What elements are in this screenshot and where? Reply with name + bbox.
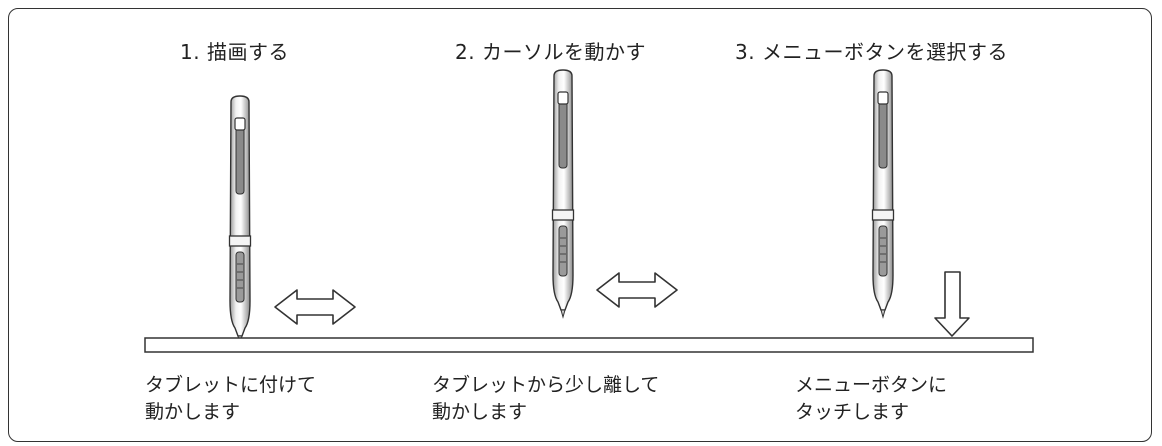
pen-icon [551, 69, 575, 318]
step-2-caption-line-1: タブレットから少し離して [432, 374, 660, 396]
pen-icon [871, 69, 895, 318]
horizontal-double-arrow-icon [596, 272, 678, 308]
step-1-caption: タブレットに付けて 動かします [145, 372, 316, 426]
step-2-caption-line-2: 動かします [432, 401, 528, 423]
step-3-caption: メニューボタンに タッチします [795, 372, 947, 426]
step-1-caption-line-1: タブレットに付けて [145, 374, 317, 396]
step-2-caption: タブレットから少し離して 動かします [432, 372, 659, 426]
step-3-heading: 3. メニューボタンを選択する [735, 40, 1008, 64]
horizontal-double-arrow-icon [274, 289, 356, 325]
diagram-frame [8, 8, 1152, 442]
step-3-caption-line-2: タッチします [795, 401, 910, 423]
step-3-caption-line-1: メニューボタンに [795, 374, 948, 396]
tablet-surface [144, 337, 1034, 353]
step-1-heading: 1. 描画する [180, 40, 289, 64]
step-2-heading: 2. カーソルを動かす [455, 40, 646, 64]
pen-icon [228, 95, 252, 344]
step-1-caption-line-2: 動かします [145, 401, 241, 423]
down-arrow-icon [934, 271, 970, 337]
